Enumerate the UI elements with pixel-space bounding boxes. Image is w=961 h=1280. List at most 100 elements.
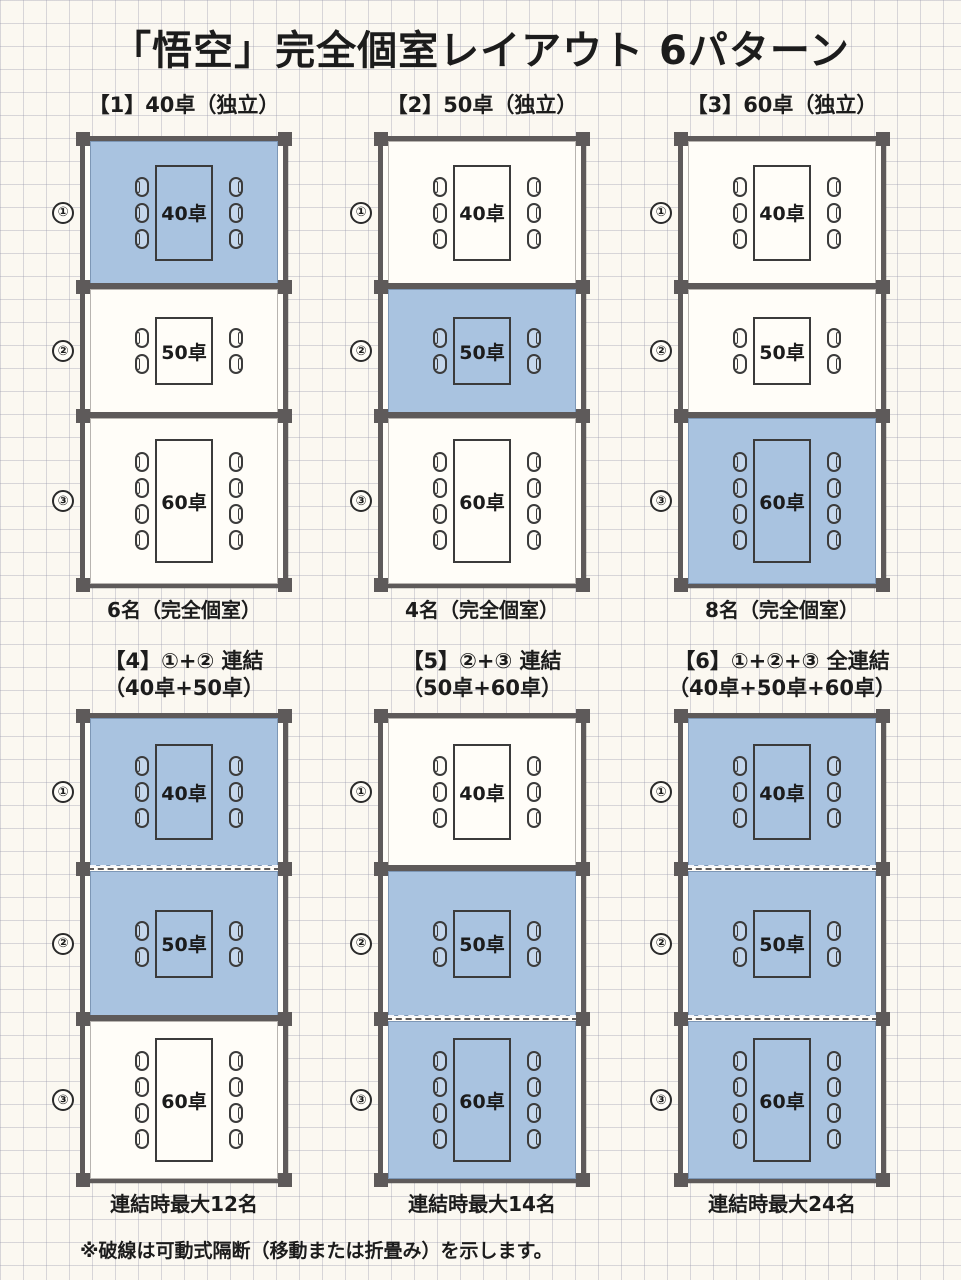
chair-icon [827, 920, 841, 941]
table-label: 50卓 [759, 341, 805, 364]
chair-icon [135, 452, 149, 472]
room-50: 50卓 [90, 871, 278, 1016]
chair-icon [733, 328, 747, 348]
chair-icon [229, 504, 243, 524]
chair-icon [135, 782, 149, 802]
room-number-3: ③ [650, 490, 672, 512]
room-60: 60卓 [90, 418, 278, 584]
pattern-title: 【1】40卓（独立） [40, 92, 328, 119]
room-number-2: ② [52, 932, 74, 955]
wall-post [576, 862, 590, 876]
pattern-caption: 連結時最大14名 [408, 1192, 556, 1216]
table-40: 40卓 [155, 164, 213, 261]
pattern-title: 【5】②+③ 連結（50卓+60卓） [338, 648, 626, 702]
wall-post [278, 578, 292, 592]
wall-post [374, 132, 388, 146]
wall-post [76, 1012, 90, 1026]
chair-icon [527, 1051, 541, 1071]
chair-icon [135, 530, 149, 550]
table-50: 50卓 [155, 909, 213, 978]
partition-wall [678, 412, 886, 421]
footnote: ※破線は可動式隔断（移動または折畳み）を示します。 [80, 1240, 553, 1262]
wall-post [278, 1012, 292, 1026]
chair-icon [527, 946, 541, 967]
chair-icon [433, 920, 447, 941]
chair-icon [733, 808, 747, 828]
table-label: 60卓 [161, 1090, 207, 1113]
chair-icon [733, 782, 747, 802]
chair-icon [135, 176, 149, 197]
wall-post [76, 280, 90, 294]
chair-icon [433, 1077, 447, 1097]
chair-icon [433, 328, 447, 348]
room-number-1: ① [52, 201, 74, 224]
chair-icon [733, 530, 747, 550]
chair-icon [433, 1129, 447, 1149]
wall-post [374, 578, 388, 592]
pattern-caption: 4名（完全個室） [405, 598, 559, 622]
pattern-title: 【3】60卓（独立） [638, 92, 926, 119]
table-60: 60卓 [155, 1038, 213, 1162]
chair-icon [135, 202, 149, 223]
chair-icon [827, 946, 841, 967]
chair-icon [733, 1077, 747, 1097]
chair-icon [733, 1051, 747, 1071]
table-label: 60卓 [759, 491, 805, 514]
chair-icon [527, 1129, 541, 1149]
room-number-1: ① [52, 781, 74, 803]
chair-icon [733, 478, 747, 498]
pattern-title-line2: （50卓+60卓） [401, 676, 563, 700]
chair-icon [733, 228, 747, 249]
wall-post [576, 578, 590, 592]
chair-icon [733, 202, 747, 223]
chair-icon [827, 1103, 841, 1123]
chair-icon [827, 228, 841, 249]
table-label: 50卓 [161, 341, 207, 364]
chair-icon [135, 756, 149, 776]
partition-wall [678, 283, 886, 292]
room-50: 50卓 [688, 289, 876, 413]
chair-icon [433, 452, 447, 472]
partition-wall [378, 412, 586, 421]
table-label: 50卓 [459, 341, 505, 364]
table-40: 40卓 [155, 744, 213, 840]
partition-wall [80, 283, 288, 292]
room-50: 50卓 [388, 871, 576, 1016]
table-40: 40卓 [453, 164, 511, 261]
table-label: 40卓 [161, 782, 207, 805]
wall-post [374, 862, 388, 876]
wall-post [374, 709, 388, 723]
room-40: 40卓 [388, 141, 576, 284]
table-50: 50卓 [453, 909, 511, 978]
wall-post [876, 132, 890, 146]
chair-icon [527, 176, 541, 197]
chair-icon [733, 176, 747, 197]
table-60: 60卓 [753, 439, 811, 563]
room-60: 60卓 [90, 1021, 278, 1179]
table-label: 40卓 [459, 782, 505, 805]
pattern-title: 【4】①+② 連結（40卓+50卓） [40, 648, 328, 702]
chair-icon [527, 1103, 541, 1123]
pattern-title-line1: 【2】50卓（独立） [386, 93, 578, 117]
room-40: 40卓 [90, 141, 278, 284]
wall-post [576, 1173, 590, 1187]
table-label: 50卓 [759, 934, 805, 956]
table-label: 60卓 [459, 1090, 505, 1113]
room-50: 50卓 [90, 289, 278, 413]
wall-post [576, 1012, 590, 1026]
wall-post [278, 1173, 292, 1187]
chair-icon [229, 1077, 243, 1097]
chair-icon [733, 452, 747, 472]
chair-icon [527, 202, 541, 223]
table-label: 60卓 [459, 491, 505, 514]
table-label: 60卓 [759, 1090, 805, 1113]
chair-icon [527, 504, 541, 524]
room-number-3: ③ [350, 1089, 372, 1111]
pattern-caption: 連結時最大24名 [708, 1192, 856, 1216]
page-title: 「悟空」完全個室レイアウト 6パターン [111, 28, 850, 74]
chair-icon [229, 920, 243, 941]
wall-post [278, 709, 292, 723]
wall-post [374, 280, 388, 294]
chair-icon [135, 946, 149, 967]
wall-post [576, 409, 590, 423]
